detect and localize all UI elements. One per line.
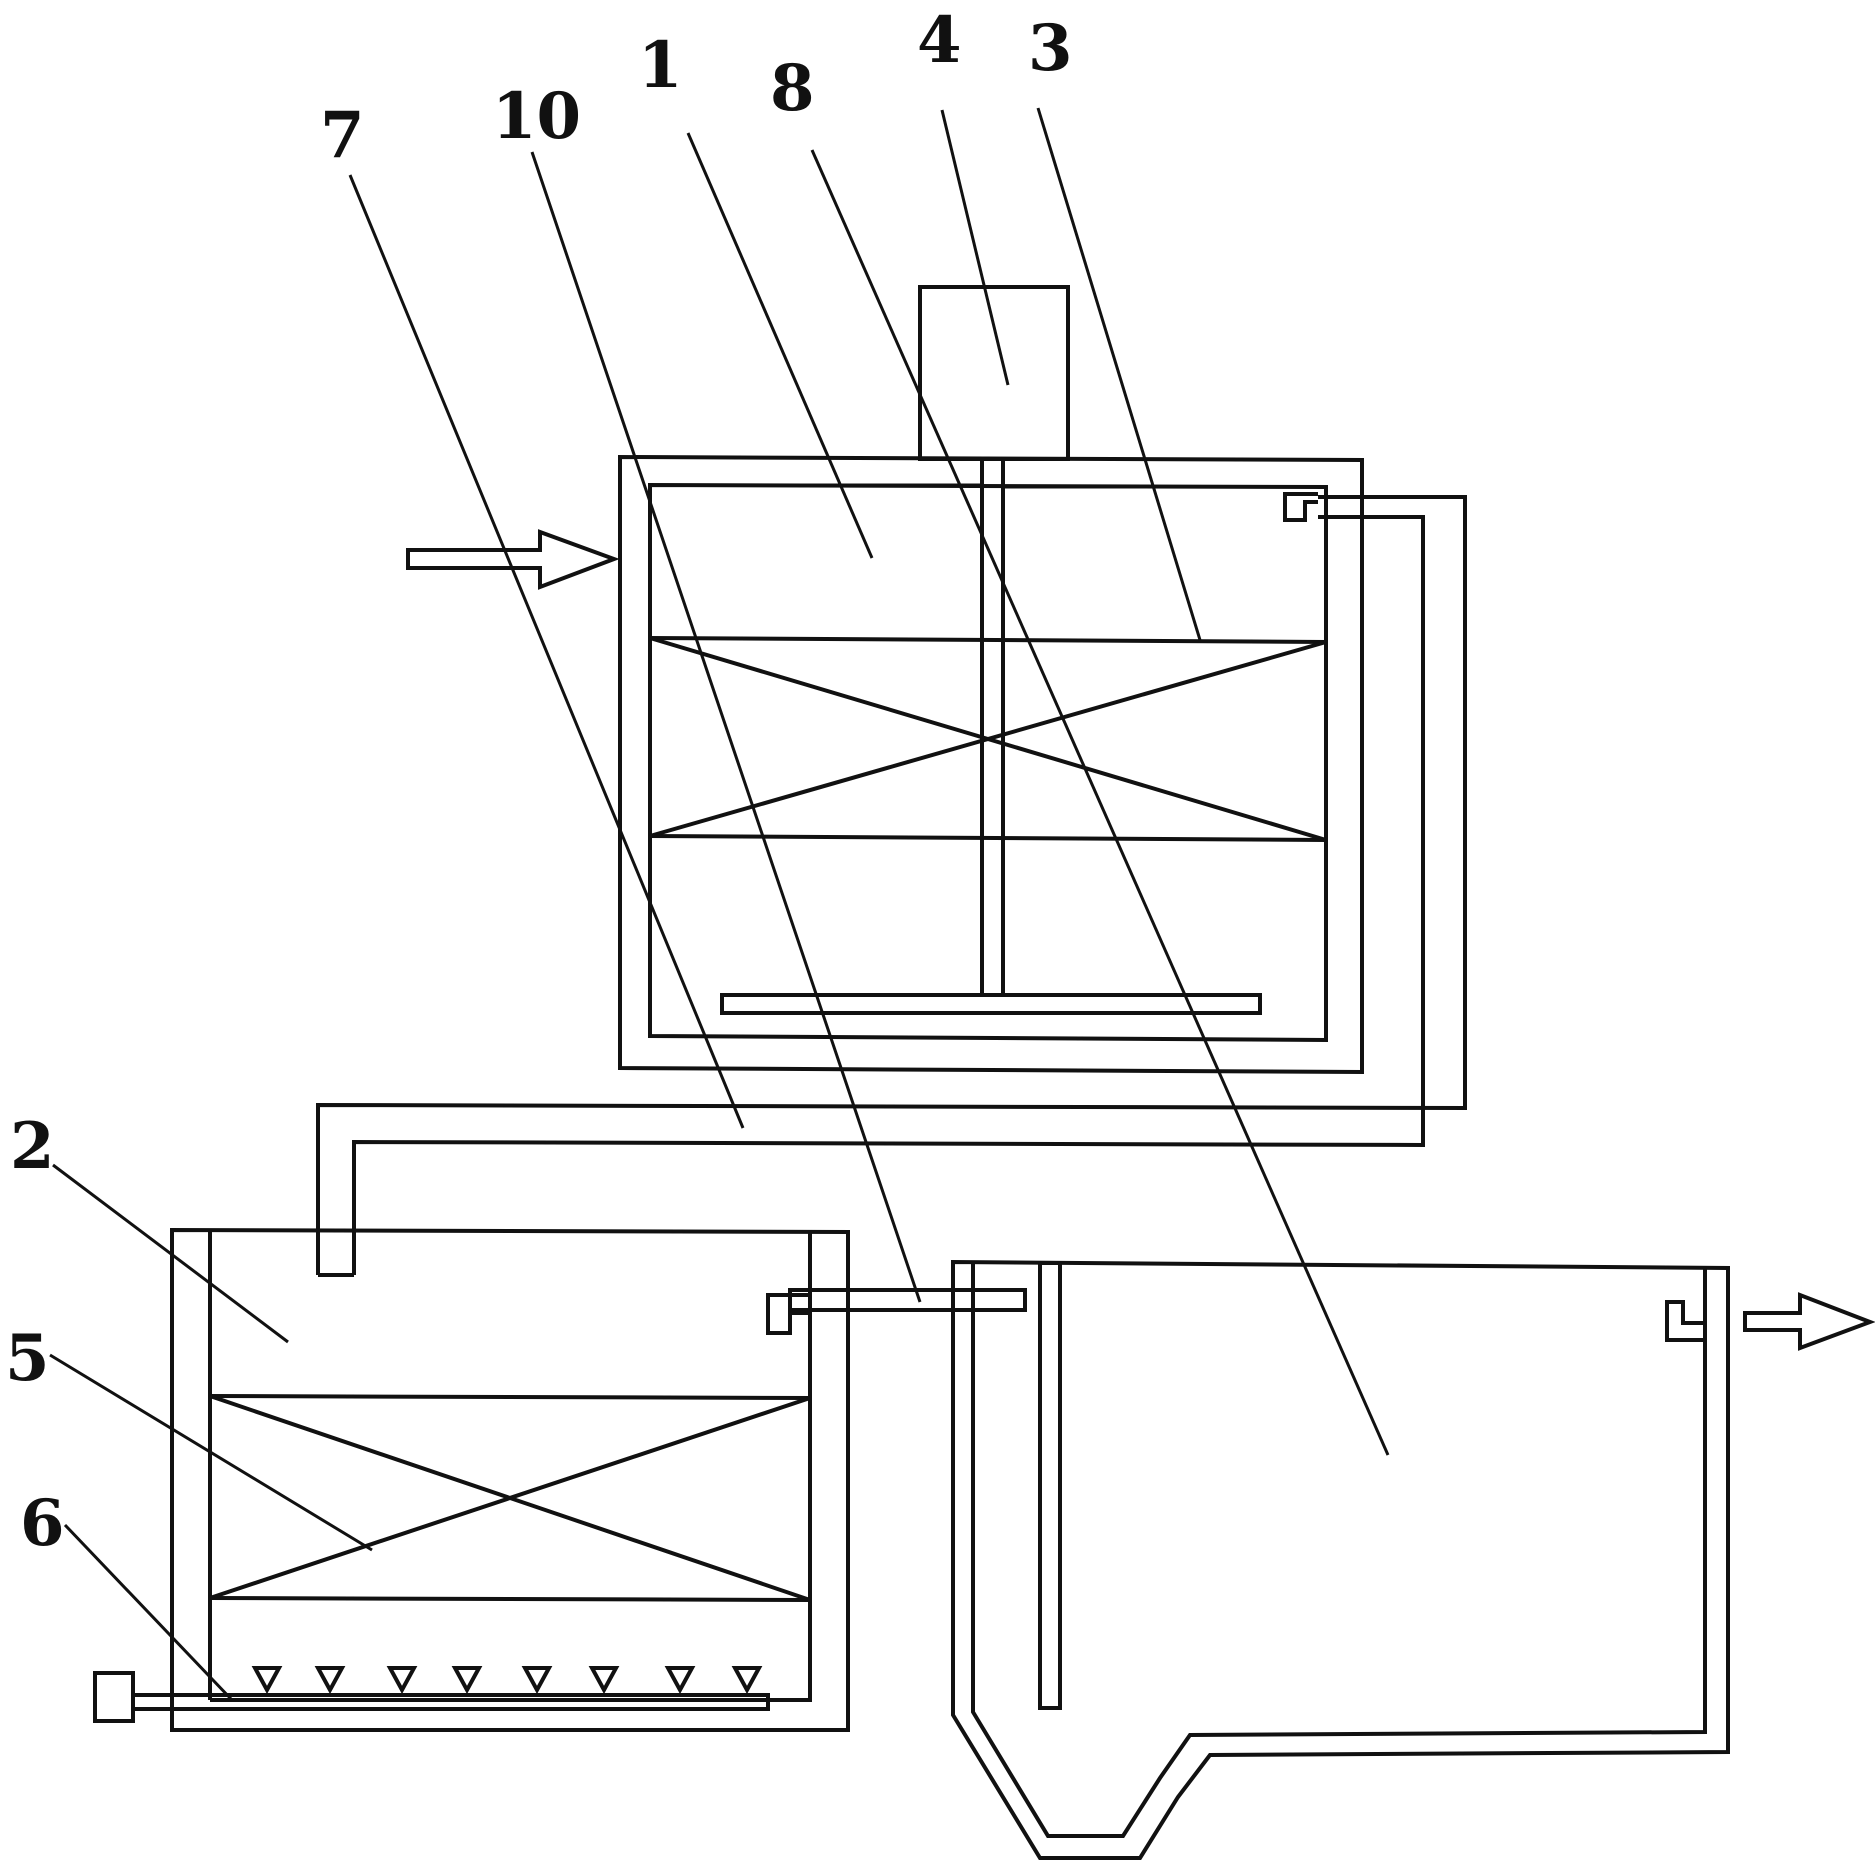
connecting-pipe bbox=[316, 495, 1467, 1275]
outlet-arrow-icon bbox=[1743, 1292, 1875, 1351]
lower-weir bbox=[766, 1293, 810, 1335]
label-7: 7 bbox=[320, 98, 365, 173]
label-3: 3 bbox=[1028, 11, 1073, 86]
aeration-tank bbox=[170, 1227, 850, 1732]
upper-weir bbox=[1283, 492, 1318, 522]
label-4: 4 bbox=[917, 3, 962, 78]
label-8: 8 bbox=[770, 51, 815, 126]
motor-box bbox=[918, 285, 1070, 461]
settling-tank bbox=[951, 1259, 1730, 1860]
callout-labels: 1 2 3 4 5 6 7 8 10 bbox=[5, 3, 1073, 1561]
upper-reaction-tank bbox=[618, 454, 1364, 1075]
label-6: 6 bbox=[20, 1486, 65, 1561]
inlet-arrow-icon bbox=[406, 529, 620, 590]
transfer-pipe bbox=[788, 1288, 1027, 1312]
label-10: 10 bbox=[492, 79, 581, 154]
label-1: 1 bbox=[638, 28, 683, 103]
label-2: 2 bbox=[10, 1109, 55, 1184]
leader-lines bbox=[49, 107, 1390, 1702]
label-5: 5 bbox=[5, 1321, 50, 1396]
diffuser-triangle-icon bbox=[251, 1666, 763, 1695]
aeration-pipe bbox=[93, 1666, 770, 1723]
